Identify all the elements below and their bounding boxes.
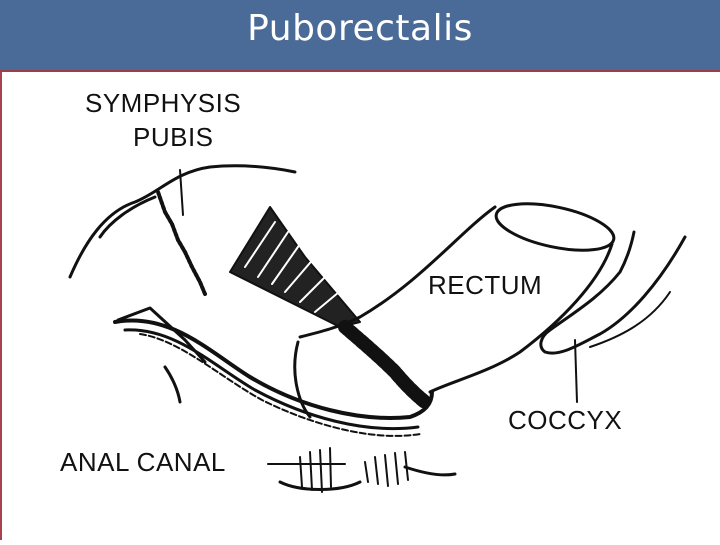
anatomy-diagram: SYMPHYSIS PUBIS RECTUM COCCYX ANAL CANAL	[0, 72, 720, 540]
symphysis-inner	[98, 195, 157, 239]
puborectalis-stipple	[338, 320, 432, 409]
pubic-joint	[156, 190, 207, 296]
coccyx-outline	[539, 230, 687, 355]
rectum-upper-wall	[298, 205, 497, 339]
coccyx-leader	[574, 339, 578, 403]
symphysis-outline	[68, 164, 297, 279]
label-anal-canal: ANAL CANAL	[60, 447, 226, 477]
label-coccyx: COCCYX	[508, 405, 623, 435]
rectum-opening	[494, 202, 616, 252]
anatomy-drawing	[68, 164, 687, 493]
symphysis-leader	[179, 169, 184, 216]
slide-title: Puborectalis	[247, 8, 473, 49]
puborectalis-upper	[229, 206, 361, 328]
anal-canal-band	[113, 318, 434, 420]
rectum-lower-wall	[428, 242, 614, 394]
label-symphysis: SYMPHYSIS	[85, 88, 242, 118]
label-rectum: RECTUM	[428, 270, 543, 300]
label-pubis: PUBIS	[133, 122, 214, 152]
accent-rule	[0, 72, 2, 540]
title-bar: Puborectalis	[0, 0, 720, 72]
